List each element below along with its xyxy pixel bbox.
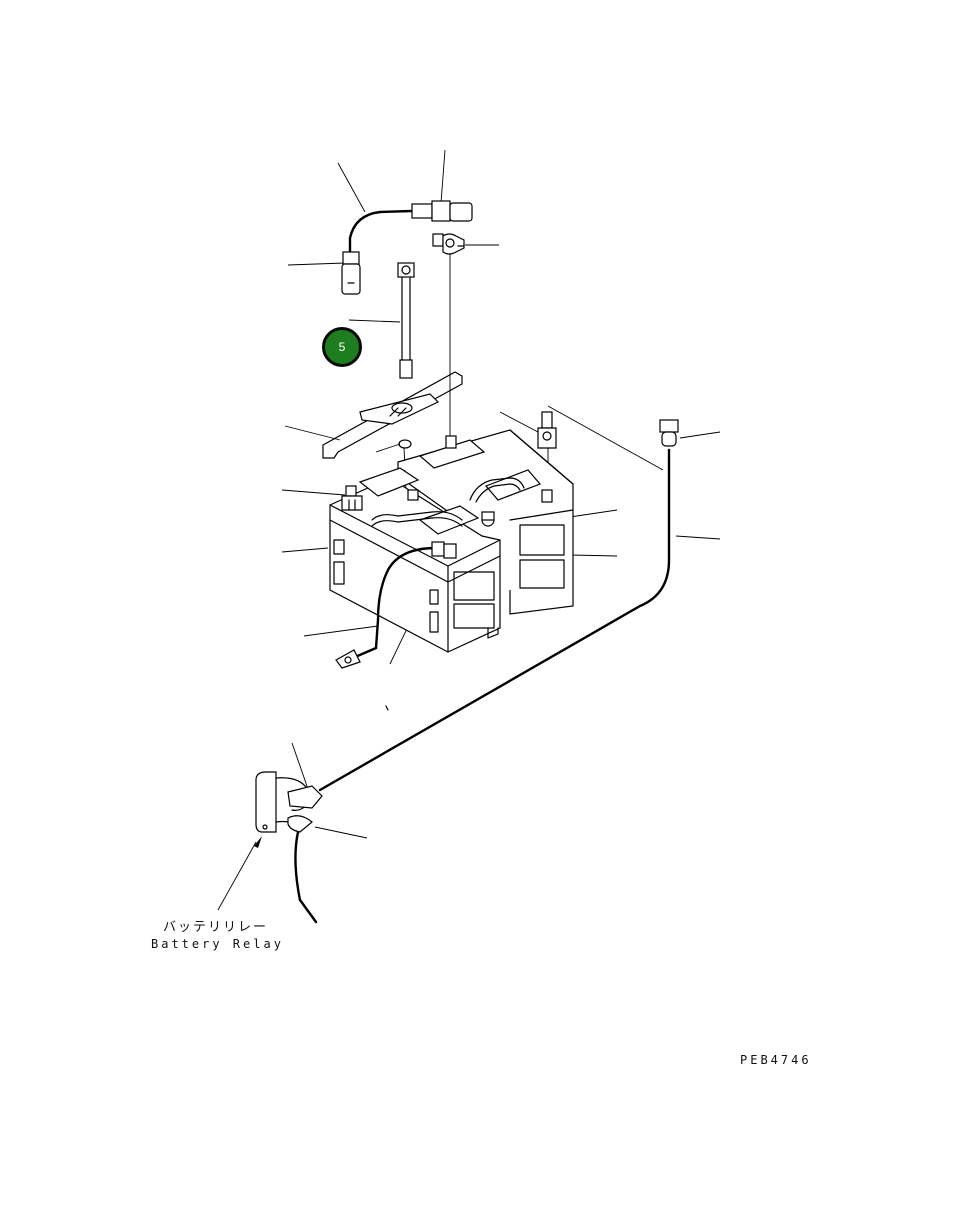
connector-cable: [341, 200, 473, 295]
relay-cable: [318, 419, 679, 792]
battery-terminals: [341, 485, 495, 527]
battery-relay-label-en: Battery Relay: [151, 937, 284, 951]
battery-front: [329, 467, 501, 653]
callout-marker-5[interactable]: 5: [322, 327, 362, 367]
positive-terminal-clamp: [537, 411, 557, 449]
intercell-cable: [371, 477, 525, 527]
terminal-clamp: [432, 233, 465, 255]
ground-cable: [335, 541, 457, 669]
drawing-number: PEB4746: [740, 1053, 812, 1067]
battery-relay-label-jp: バッテリリレー: [163, 920, 269, 935]
hold-down-bracket: [322, 371, 463, 459]
battery-relay: [255, 771, 323, 924]
hold-down-bolt: [397, 262, 415, 379]
